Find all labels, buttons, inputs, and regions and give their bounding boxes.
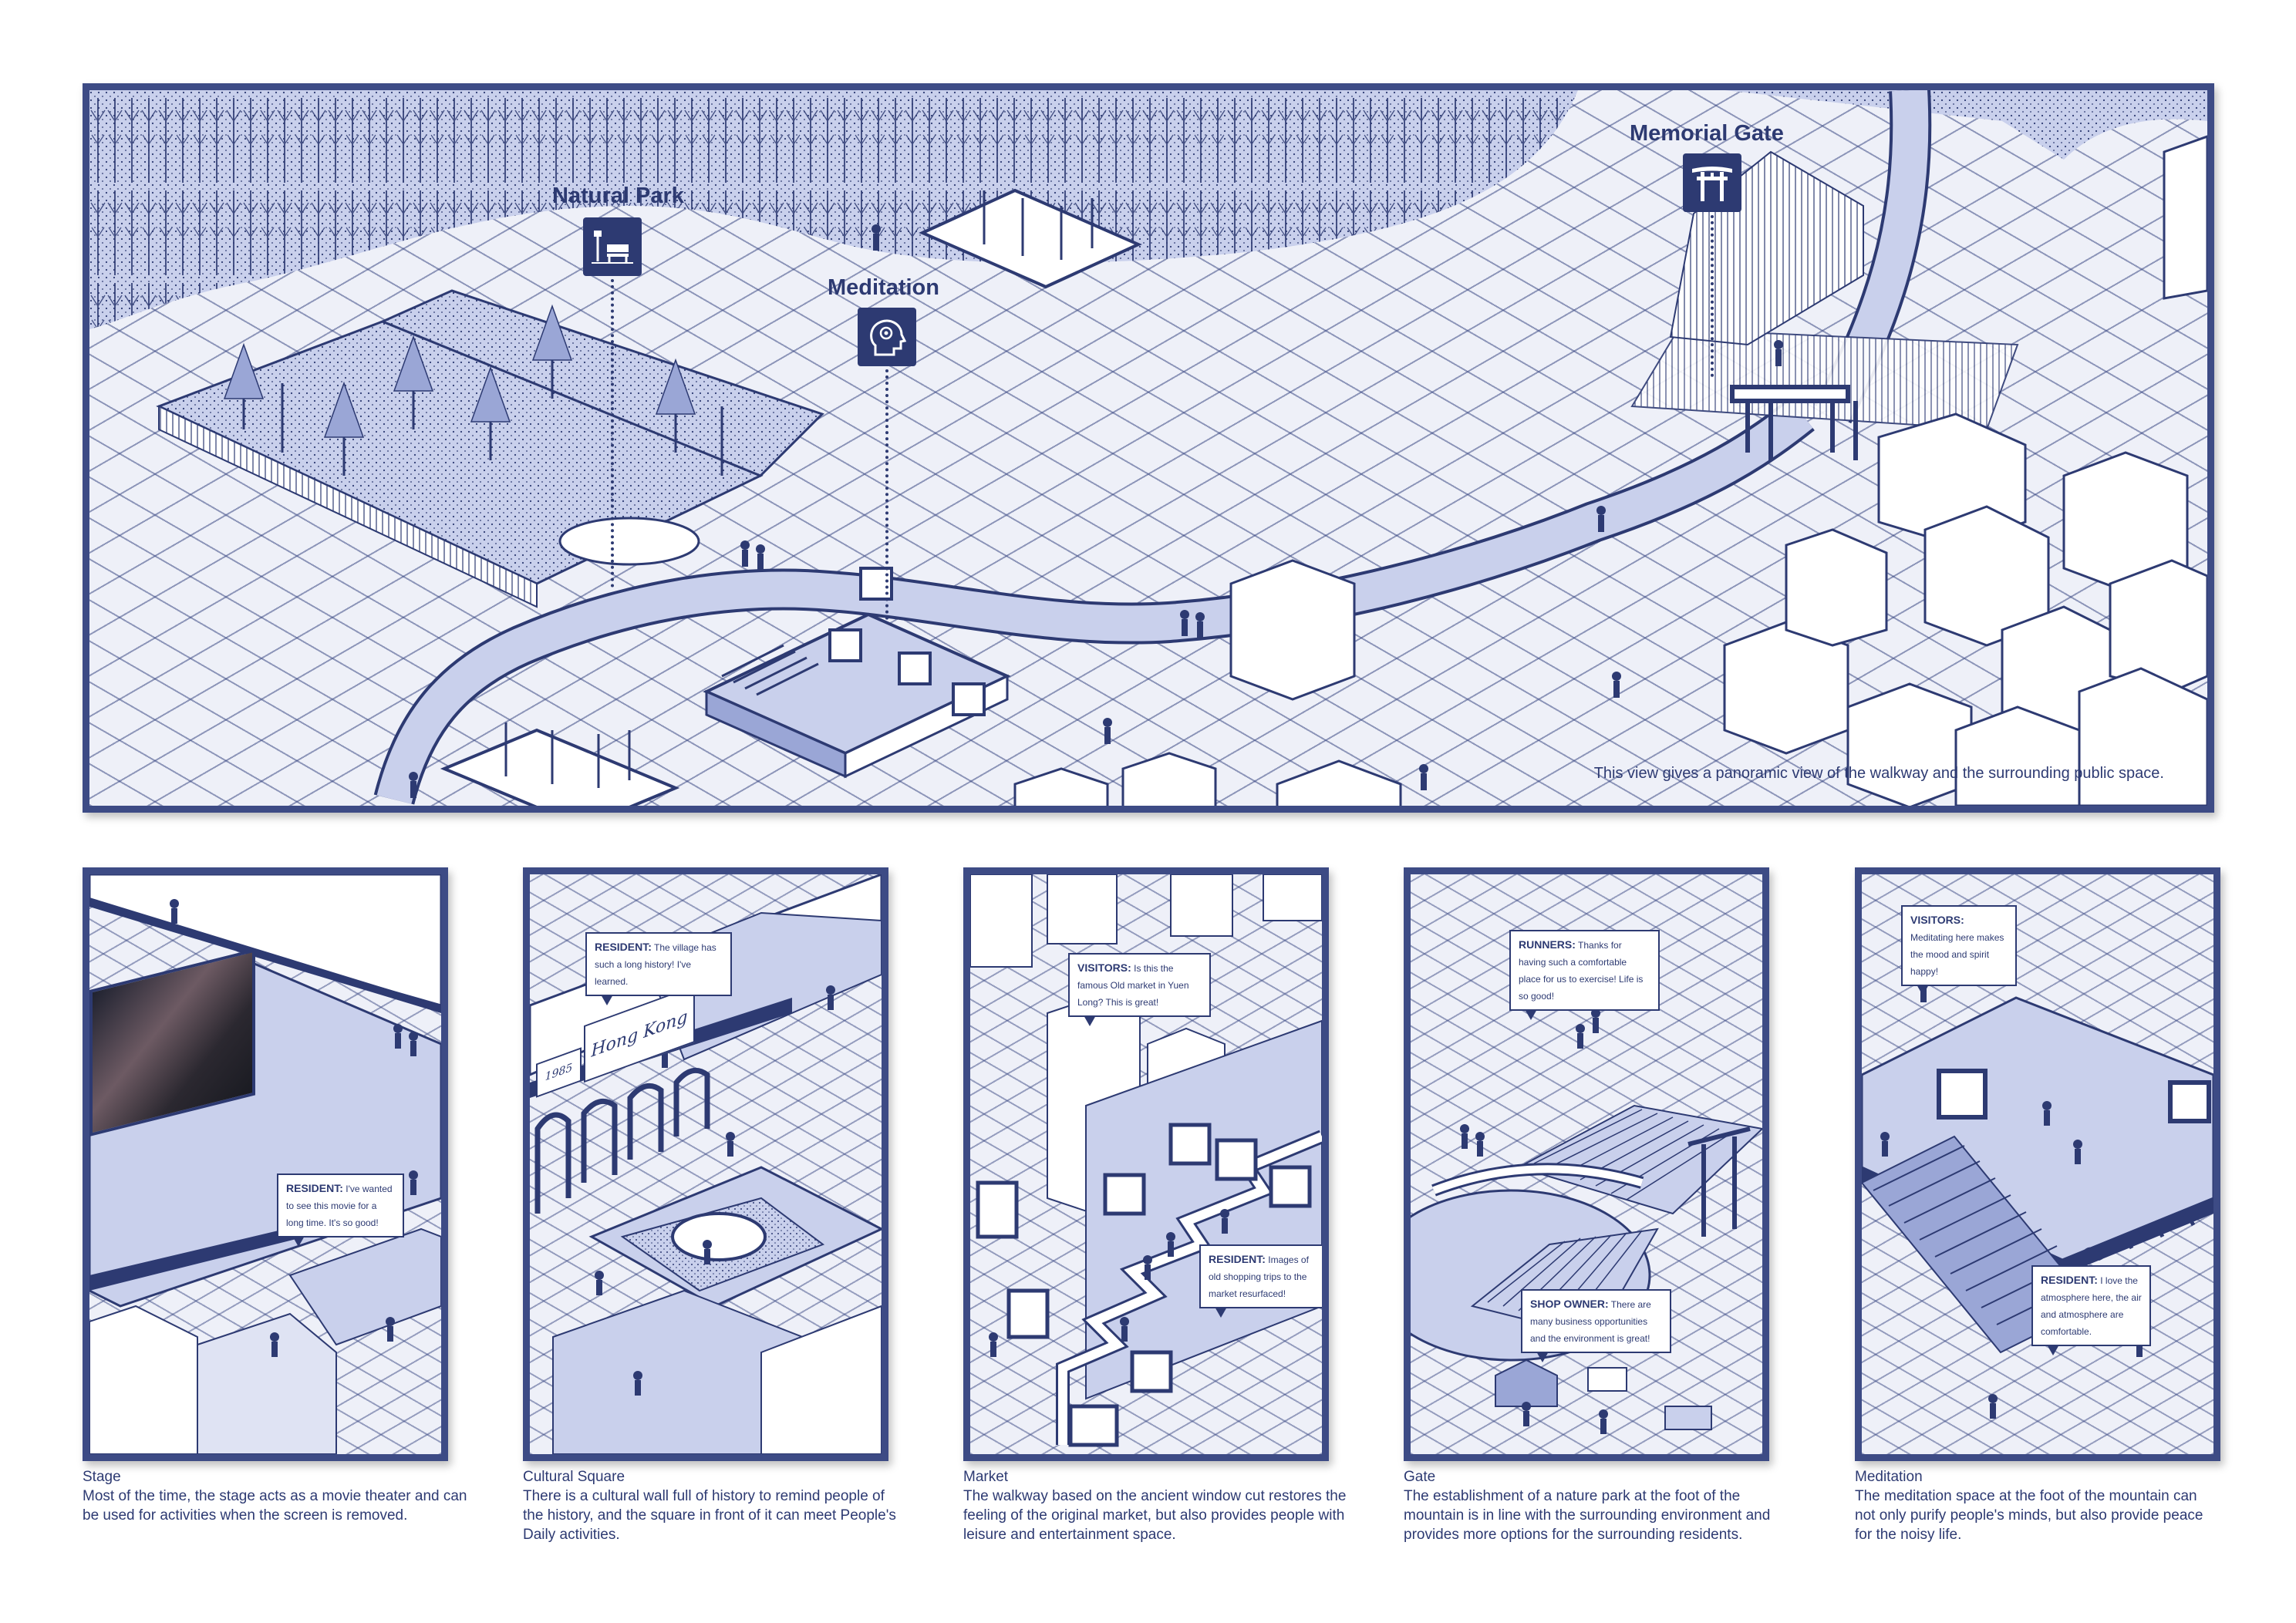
speech-bubble: RUNNERS: Thanks for having such a comfor…	[1509, 930, 1660, 1020]
natural-park-label: Natural Park	[552, 184, 684, 208]
meditation-illustration	[1862, 934, 2213, 1419]
panel-description-text: The meditation space at the foot of the …	[1855, 1488, 2203, 1543]
park-bench-lamp-icon	[583, 217, 642, 276]
panorama-caption: This view gives a panoramic view of the …	[1593, 765, 2164, 782]
speech-bubble: VISITORS: Meditating here makes the mood…	[1901, 905, 2017, 995]
stage-illustration	[89, 874, 441, 1454]
forest-right	[1725, 90, 2207, 160]
stage-arches	[828, 567, 986, 716]
panorama-illustration	[89, 90, 2207, 806]
panel-title: Cultural Square	[523, 1469, 625, 1485]
speech-bubble: VISITORS: Is this the famous Old market …	[1068, 953, 1211, 1026]
head-brain-icon	[858, 308, 916, 366]
meditation-description: Meditation The meditation space at the f…	[1855, 1467, 2217, 1544]
natural-park-leader-line	[611, 279, 614, 588]
stage-description: Stage Most of the time, the stage acts a…	[83, 1467, 468, 1525]
aqueduct-arches	[534, 1067, 710, 1214]
panel-title: Gate	[1404, 1469, 1436, 1485]
panorama-view: Natural Park Meditation Memorial Gate	[83, 83, 2214, 813]
memorial-gate-leader-line	[1711, 215, 1714, 377]
gate-plaza-top	[1516, 1104, 1762, 1215]
park-oval-pool	[558, 517, 700, 566]
cultural-square-description: Cultural Square There is a cultural wall…	[523, 1467, 909, 1544]
panel-cultural-square: Hong Kong 1985 RESIDENT: The village has…	[523, 867, 888, 1461]
panel-title: Stage	[83, 1469, 121, 1485]
gate-illustration	[1411, 1008, 1762, 1434]
torii-gate-icon	[1683, 153, 1741, 212]
market-stalls	[1495, 1359, 1712, 1430]
gate-description: Gate The establishment of a nature park …	[1404, 1467, 1789, 1544]
speech-bubble: RESIDENT: I've wanted to see this movie …	[277, 1173, 404, 1247]
town-buildings	[1013, 135, 2207, 806]
speech-bubble: RESIDENT: I love the atmosphere here, th…	[2031, 1265, 2151, 1355]
panel-title: Market	[963, 1469, 1009, 1485]
panel-description-text: The establishment of a nature park at th…	[1404, 1488, 1771, 1543]
torii-gate-structure	[1687, 1126, 1751, 1237]
panel-description-text: Most of the time, the stage acts as a mo…	[83, 1488, 467, 1524]
market-description: Market The walkway based on the ancient …	[963, 1467, 1349, 1544]
window-cut-kiosks	[976, 1123, 1312, 1447]
panel-market: VISITORS: Is this the famous Old market …	[963, 867, 1329, 1461]
under-deck-arches	[2075, 1212, 2196, 1265]
panel-title: Meditation	[1855, 1469, 1923, 1485]
stage-steps	[721, 644, 819, 696]
panel-description-text: The walkway based on the ancient window …	[963, 1488, 1347, 1543]
tree-platform-bottom	[440, 728, 680, 806]
speech-bubble: SHOP OWNER: There are many business oppo…	[1521, 1289, 1671, 1362]
meditation-leader-line	[885, 369, 888, 620]
speech-bubble: RESIDENT: Images of old shopping trips t…	[1199, 1244, 1322, 1318]
meditation-label: Meditation	[828, 275, 939, 300]
panel-stage: RESIDENT: I've wanted to see this movie …	[83, 867, 448, 1461]
memorial-gate-structure	[1730, 385, 1858, 460]
panel-gate: RUNNERS: Thanks for having such a comfor…	[1404, 867, 1769, 1461]
memorial-gate-label: Memorial Gate	[1630, 121, 1784, 146]
panel-meditation: VISITORS: Meditating here makes the mood…	[1855, 867, 2220, 1461]
gate-hatched-plaza	[1630, 328, 2019, 431]
speech-bubble: RESIDENT: The village has such a long hi…	[585, 932, 732, 1005]
panel-description-text: There is a cultural wall full of history…	[523, 1488, 896, 1543]
people-figures	[409, 224, 1783, 798]
